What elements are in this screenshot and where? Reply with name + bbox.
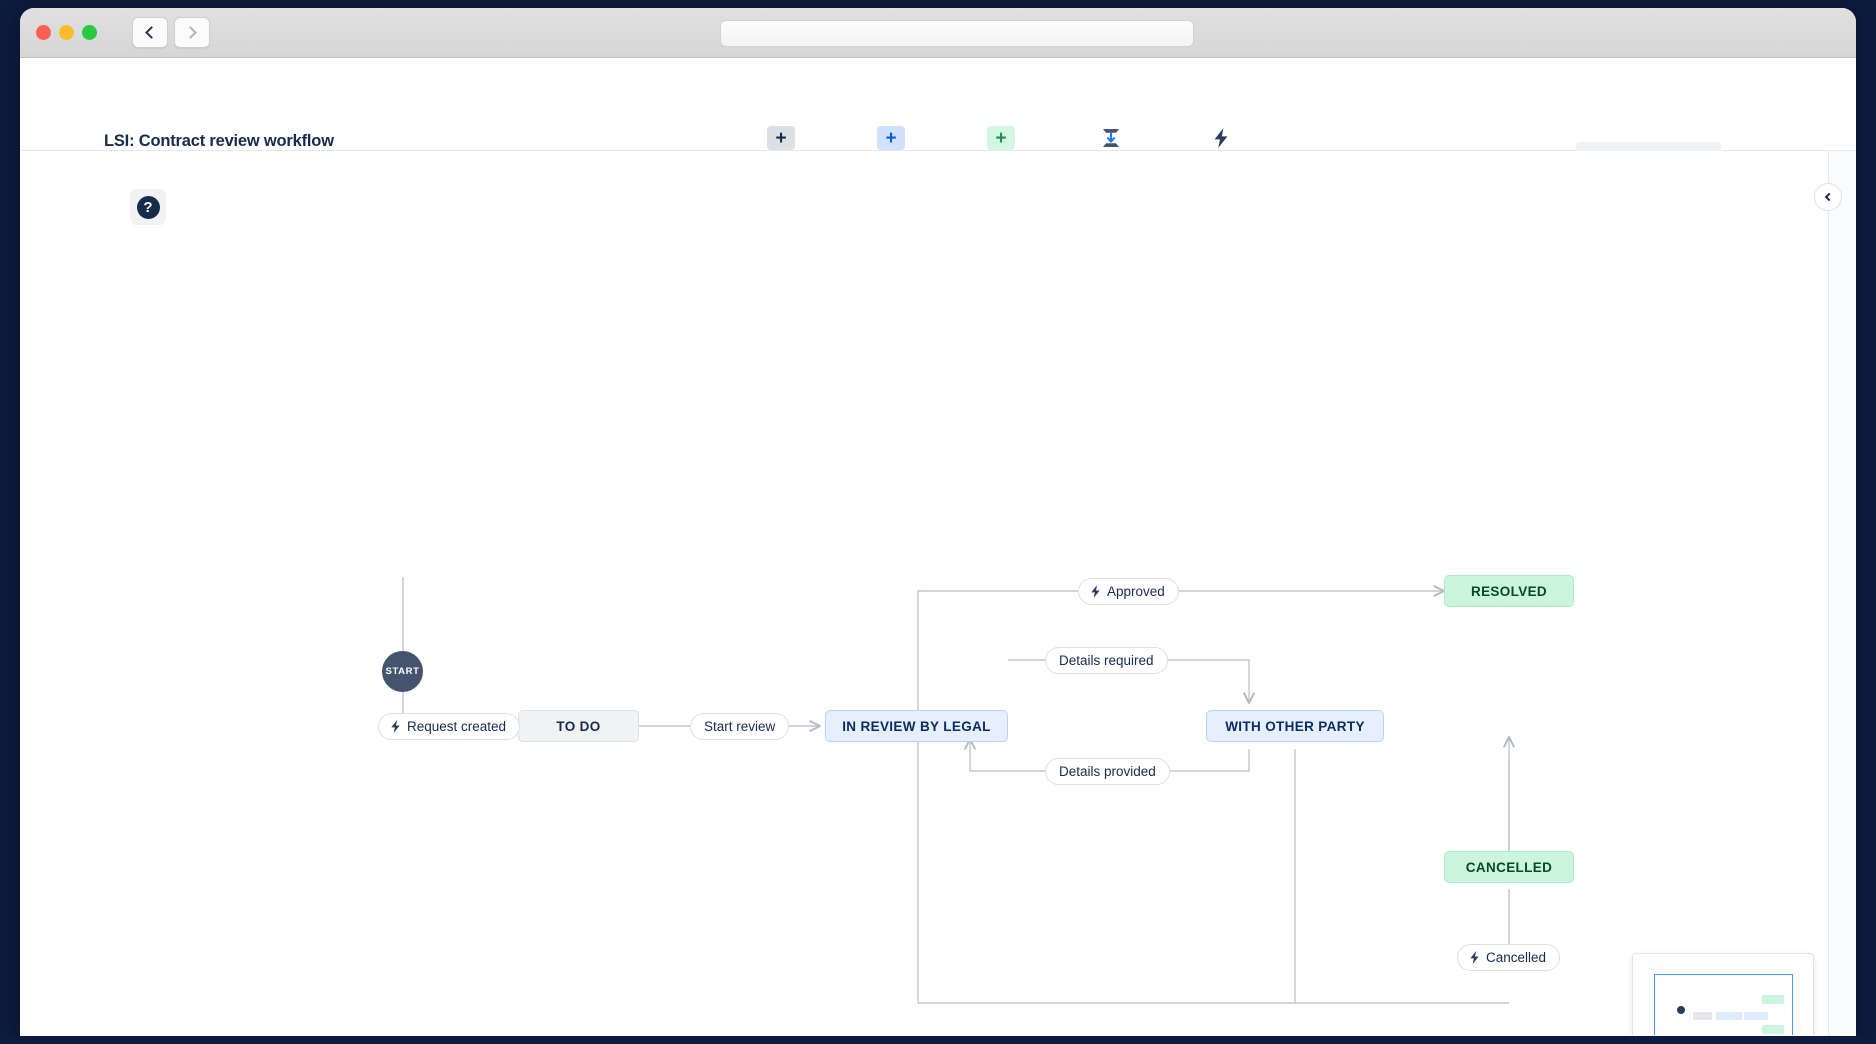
back-button[interactable] [132,17,168,48]
status-node-cancelled[interactable]: CANCELLED [1444,851,1574,883]
transition-label: Details required [1059,653,1154,668]
question-mark-icon: ? [136,195,160,219]
minimap-node-cancelled [1762,1025,1784,1034]
browser-titlebar [20,8,1856,58]
minimize-window-button[interactable] [59,25,74,40]
status-node-todo[interactable]: TO DO [518,710,639,742]
transition-label: Approved [1107,584,1165,599]
traffic-lights [36,25,97,40]
right-panel-rail [1828,151,1856,1035]
minimap[interactable] [1632,953,1814,1035]
page-title: LSI: Contract review workflow [104,132,334,150]
transition-label: Start review [704,719,776,734]
transition-start-review[interactable]: Start review [690,713,790,740]
lightning-bolt-icon [389,719,402,734]
lightning-bolt-icon [1089,584,1102,599]
transition-label: Details provided [1059,764,1156,779]
transition-details-provided[interactable]: Details provided [1045,758,1170,785]
window-bottom-edge [0,1036,1876,1044]
minimap-node-with-other-party [1744,1012,1768,1020]
transition-approved[interactable]: Approved [1078,578,1179,605]
lightning-bolt-icon [1207,126,1235,150]
transition-label: Cancelled [1486,950,1547,965]
app-header: LSI: Contract review workflow Used in 1 … [20,58,1856,180]
close-window-button[interactable] [36,25,51,40]
address-bar[interactable] [720,20,1194,47]
collapse-panel-button[interactable] [1814,183,1842,211]
minimap-viewport[interactable] [1654,974,1793,1035]
plus-icon: + [767,126,795,150]
minimap-node-start [1677,1006,1685,1014]
browser-window: LSI: Contract review workflow Used in 1 … [20,8,1856,1036]
browser-nav-buttons [132,17,210,48]
lightning-bolt-icon [1468,950,1481,965]
transition-request-created[interactable]: Request created [378,713,521,740]
plus-icon: + [877,126,905,150]
workflow-connectors [402,577,1856,1004]
transition-details-required[interactable]: Details required [1045,647,1168,674]
transition-label: Request created [407,719,507,734]
status-node-with-other-party[interactable]: WITH OTHER PARTY [1206,710,1384,742]
transition-icon [1097,126,1125,150]
start-node[interactable]: START [382,651,423,692]
workflow-canvas[interactable]: ? [20,151,1856,1035]
minimap-node-in-review [1716,1012,1742,1020]
chevron-right-icon [184,26,197,39]
transition-cancelled[interactable]: Cancelled [1457,944,1561,971]
status-node-in-review-by-legal[interactable]: IN REVIEW BY LEGAL [825,710,1008,742]
chevron-left-icon [1824,192,1834,202]
chevron-left-icon [145,26,158,39]
help-button[interactable]: ? [130,189,166,225]
maximize-window-button[interactable] [82,25,97,40]
minimap-node-resolved [1762,995,1784,1004]
minimap-node-todo [1693,1012,1712,1020]
forward-button[interactable] [174,17,210,48]
plus-icon: + [987,126,1015,150]
status-node-resolved[interactable]: RESOLVED [1444,575,1574,607]
